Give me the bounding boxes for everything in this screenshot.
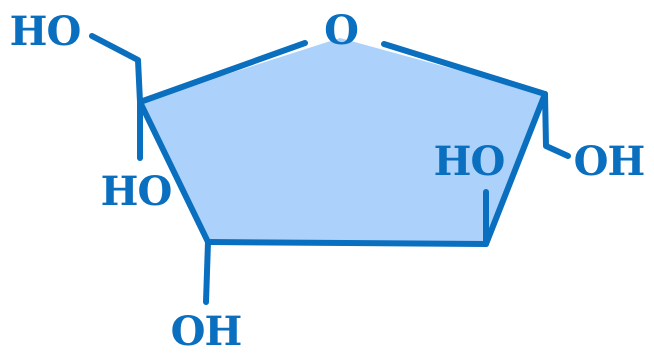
top-left-hydroxyl-label: HO — [10, 8, 81, 55]
left-hydroxyl-label: HO — [101, 168, 172, 215]
ring-oxygen-label: O — [324, 7, 358, 54]
ring-bonds — [137, 40, 548, 247]
bond-ch2oh-left — [89, 33, 143, 105]
furanose-ring-fill — [140, 38, 545, 244]
bond-c2-o — [137, 40, 308, 105]
right-inner-hydroxyl-label: HO — [434, 138, 505, 185]
bond-c3-c2 — [137, 99, 211, 245]
bottom-hydroxyl-label: OH — [171, 308, 242, 354]
bond-c5-oh-right — [542, 91, 571, 159]
bond-c5-c4 — [483, 91, 548, 247]
substituent-bonds — [89, 33, 571, 305]
bond-o-c5 — [381, 41, 548, 97]
bond-c3-oh-down — [203, 239, 211, 305]
bond-c4-c3 — [205, 239, 489, 247]
right-outer-hydroxyl-label: OH — [574, 138, 645, 185]
